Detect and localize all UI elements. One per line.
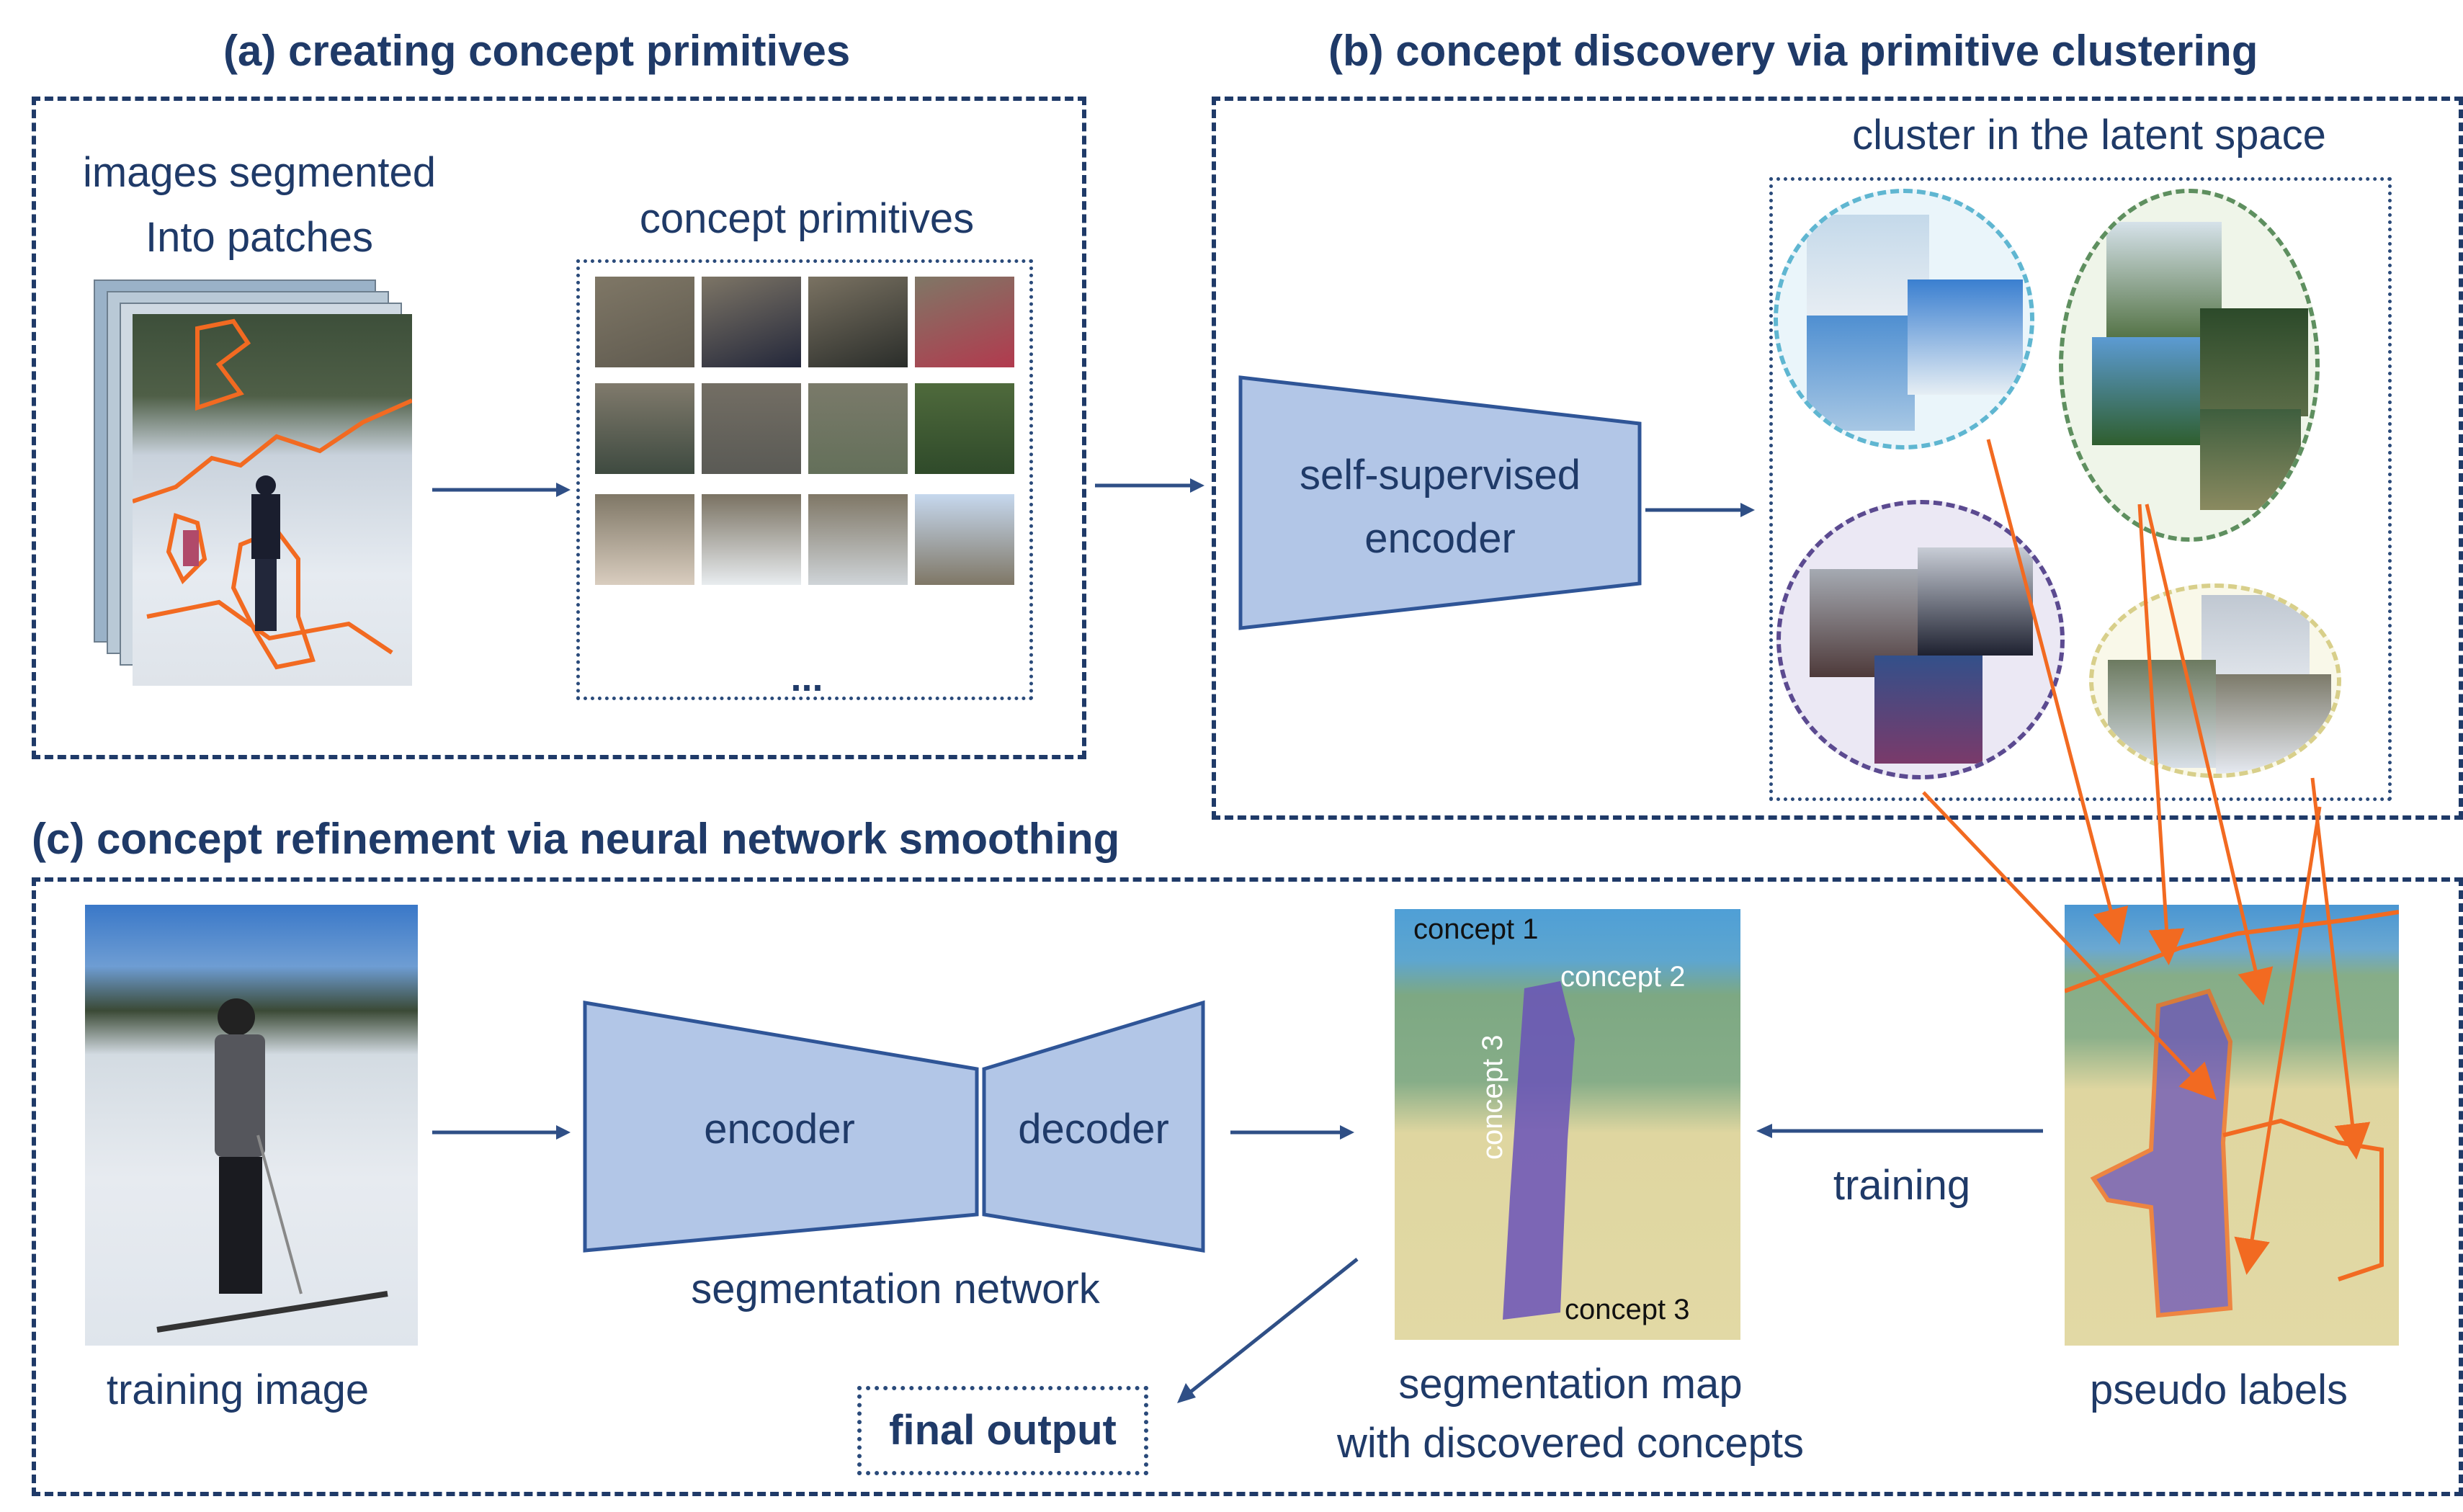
decoder-label: decoder xyxy=(1018,1106,1169,1153)
primitive-tile xyxy=(808,383,908,474)
segmap-label-line2: with discovered concepts xyxy=(1337,1420,1804,1467)
cluster-sky-patch xyxy=(1807,316,1915,431)
cluster-persons-patch xyxy=(1874,656,1983,764)
panel-b-title: (b) concept discovery via primitive clus… xyxy=(1328,27,2258,75)
pseudo-labels-label: pseudo labels xyxy=(2090,1366,2348,1413)
primitive-tile xyxy=(915,383,1014,474)
panel-c-frame xyxy=(32,877,2463,1496)
primitives-ellipsis: ... xyxy=(790,656,823,699)
primitive-tile xyxy=(702,383,801,474)
cluster-trees-patch xyxy=(2200,409,2301,510)
primitive-tile xyxy=(595,383,694,474)
arrow-primitives-to-encoder xyxy=(1095,478,1204,493)
cluster-sky xyxy=(1774,189,2034,449)
final-output-box xyxy=(857,1386,1148,1475)
training-image xyxy=(85,905,418,1346)
segmap-label-line1: segmentation map xyxy=(1398,1361,1743,1408)
encoder-label: encoder xyxy=(704,1106,855,1153)
primitive-tile xyxy=(808,277,908,367)
arrow-network-to-segmap xyxy=(1230,1125,1354,1140)
cluster-label: cluster in the latent space xyxy=(1852,112,2326,158)
decoder-block xyxy=(982,1000,1205,1253)
primitive-tile xyxy=(702,494,801,585)
encoder-label-line1: self-supervised xyxy=(1299,452,1581,498)
primitive-tile xyxy=(808,494,908,585)
cluster-sky-patch xyxy=(1908,279,2023,395)
primitives-grid-frame xyxy=(576,259,1033,700)
segmap-concept-1: concept 1 xyxy=(1413,913,1539,945)
segmap-concept-2: concept 2 xyxy=(1560,961,1686,993)
primitive-tile xyxy=(915,494,1014,585)
primitive-tile xyxy=(702,277,801,367)
cluster-trees-patch xyxy=(2092,337,2200,445)
panel-c-title: (c) concept refinement via neural networ… xyxy=(32,815,1120,863)
encoder-label-line2: encoder xyxy=(1364,515,1516,562)
primitive-tile xyxy=(915,277,1014,367)
arrow-stack-to-primitives xyxy=(432,483,571,497)
segmentation-outline xyxy=(133,318,412,670)
self-supervised-encoder-shape xyxy=(1238,375,1642,630)
arrow-encoder-to-clusters xyxy=(1645,503,1755,517)
segmentation-network-shape xyxy=(583,1000,1205,1253)
cluster-to-pseudo-arrows xyxy=(1922,439,2371,1275)
cluster-snow-patch xyxy=(2108,660,2216,768)
panel-a-frame xyxy=(32,97,1086,759)
cluster-trees xyxy=(2059,189,2320,542)
panel-a-title: (a) creating concept primitives xyxy=(223,27,851,75)
segmap-concept-3-vertical: concept 3 xyxy=(1477,1034,1508,1160)
arrow-image-to-network xyxy=(432,1125,571,1140)
stack-image-front xyxy=(133,314,412,686)
arrow-segmap-to-final-output xyxy=(1177,1258,1359,1403)
cluster-trees-patch xyxy=(2200,308,2308,416)
arrow-pseudo-to-segmap xyxy=(1756,1124,2043,1138)
images-label-line1: images segmented xyxy=(82,149,437,196)
panel-b-frame xyxy=(1212,97,2463,820)
training-image-label: training image xyxy=(106,1366,370,1413)
cluster-snow-patch xyxy=(2216,674,2331,774)
final-output-label: final output xyxy=(889,1407,1117,1454)
cluster-snow xyxy=(2089,583,2341,778)
encoder-block xyxy=(583,1001,979,1253)
training-image-skier xyxy=(156,998,388,1333)
training-label: training xyxy=(1833,1162,1971,1209)
cluster-persons-patch xyxy=(1918,547,2033,656)
primitive-tile xyxy=(595,277,694,367)
segmap-concept-3-region xyxy=(1503,981,1575,1320)
segmentation-network-label: segmentation network xyxy=(691,1266,1100,1312)
images-label-line2: Into patches xyxy=(146,214,373,261)
primitives-label: concept primitives xyxy=(639,195,975,242)
primitive-tile xyxy=(595,494,694,585)
segmentation-map xyxy=(1395,909,1740,1340)
segmap-concept-3: concept 3 xyxy=(1565,1294,1690,1325)
